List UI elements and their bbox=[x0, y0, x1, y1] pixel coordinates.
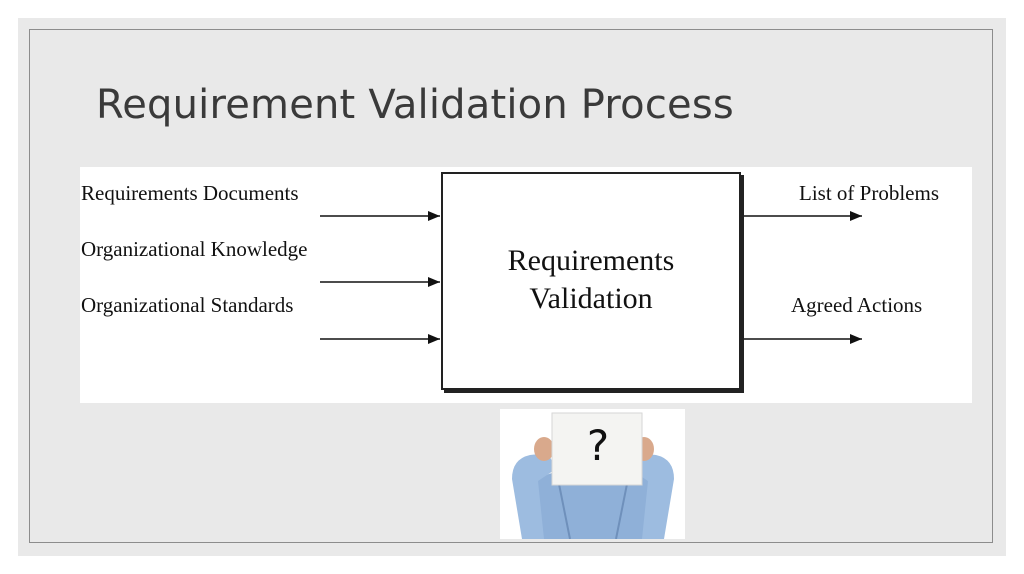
input-label-organizational-standards: Organizational Standards bbox=[81, 293, 294, 317]
diagram-arrows bbox=[320, 211, 862, 344]
output-label-agreed-actions: Agreed Actions bbox=[791, 293, 923, 317]
input-label-requirements-documents: Requirements Documents bbox=[81, 181, 299, 205]
output-label-list-of-problems: List of Problems bbox=[799, 181, 939, 205]
slide-frame bbox=[29, 29, 993, 543]
process-box: Requirements Validation bbox=[441, 172, 741, 390]
sign-question-mark: ? bbox=[586, 421, 610, 470]
process-label-line2: Validation bbox=[529, 282, 653, 315]
process-diagram: Requirements Documents Organizational Kn… bbox=[80, 167, 972, 403]
input-label-organizational-knowledge: Organizational Knowledge bbox=[81, 237, 308, 261]
person-illustration bbox=[512, 412, 674, 539]
process-box-label: Requirements Validation bbox=[443, 242, 739, 318]
person-holding-sign-image bbox=[500, 409, 685, 539]
process-label-line1: Requirements bbox=[507, 244, 675, 277]
slide-title: Requirement Validation Process bbox=[96, 82, 734, 128]
